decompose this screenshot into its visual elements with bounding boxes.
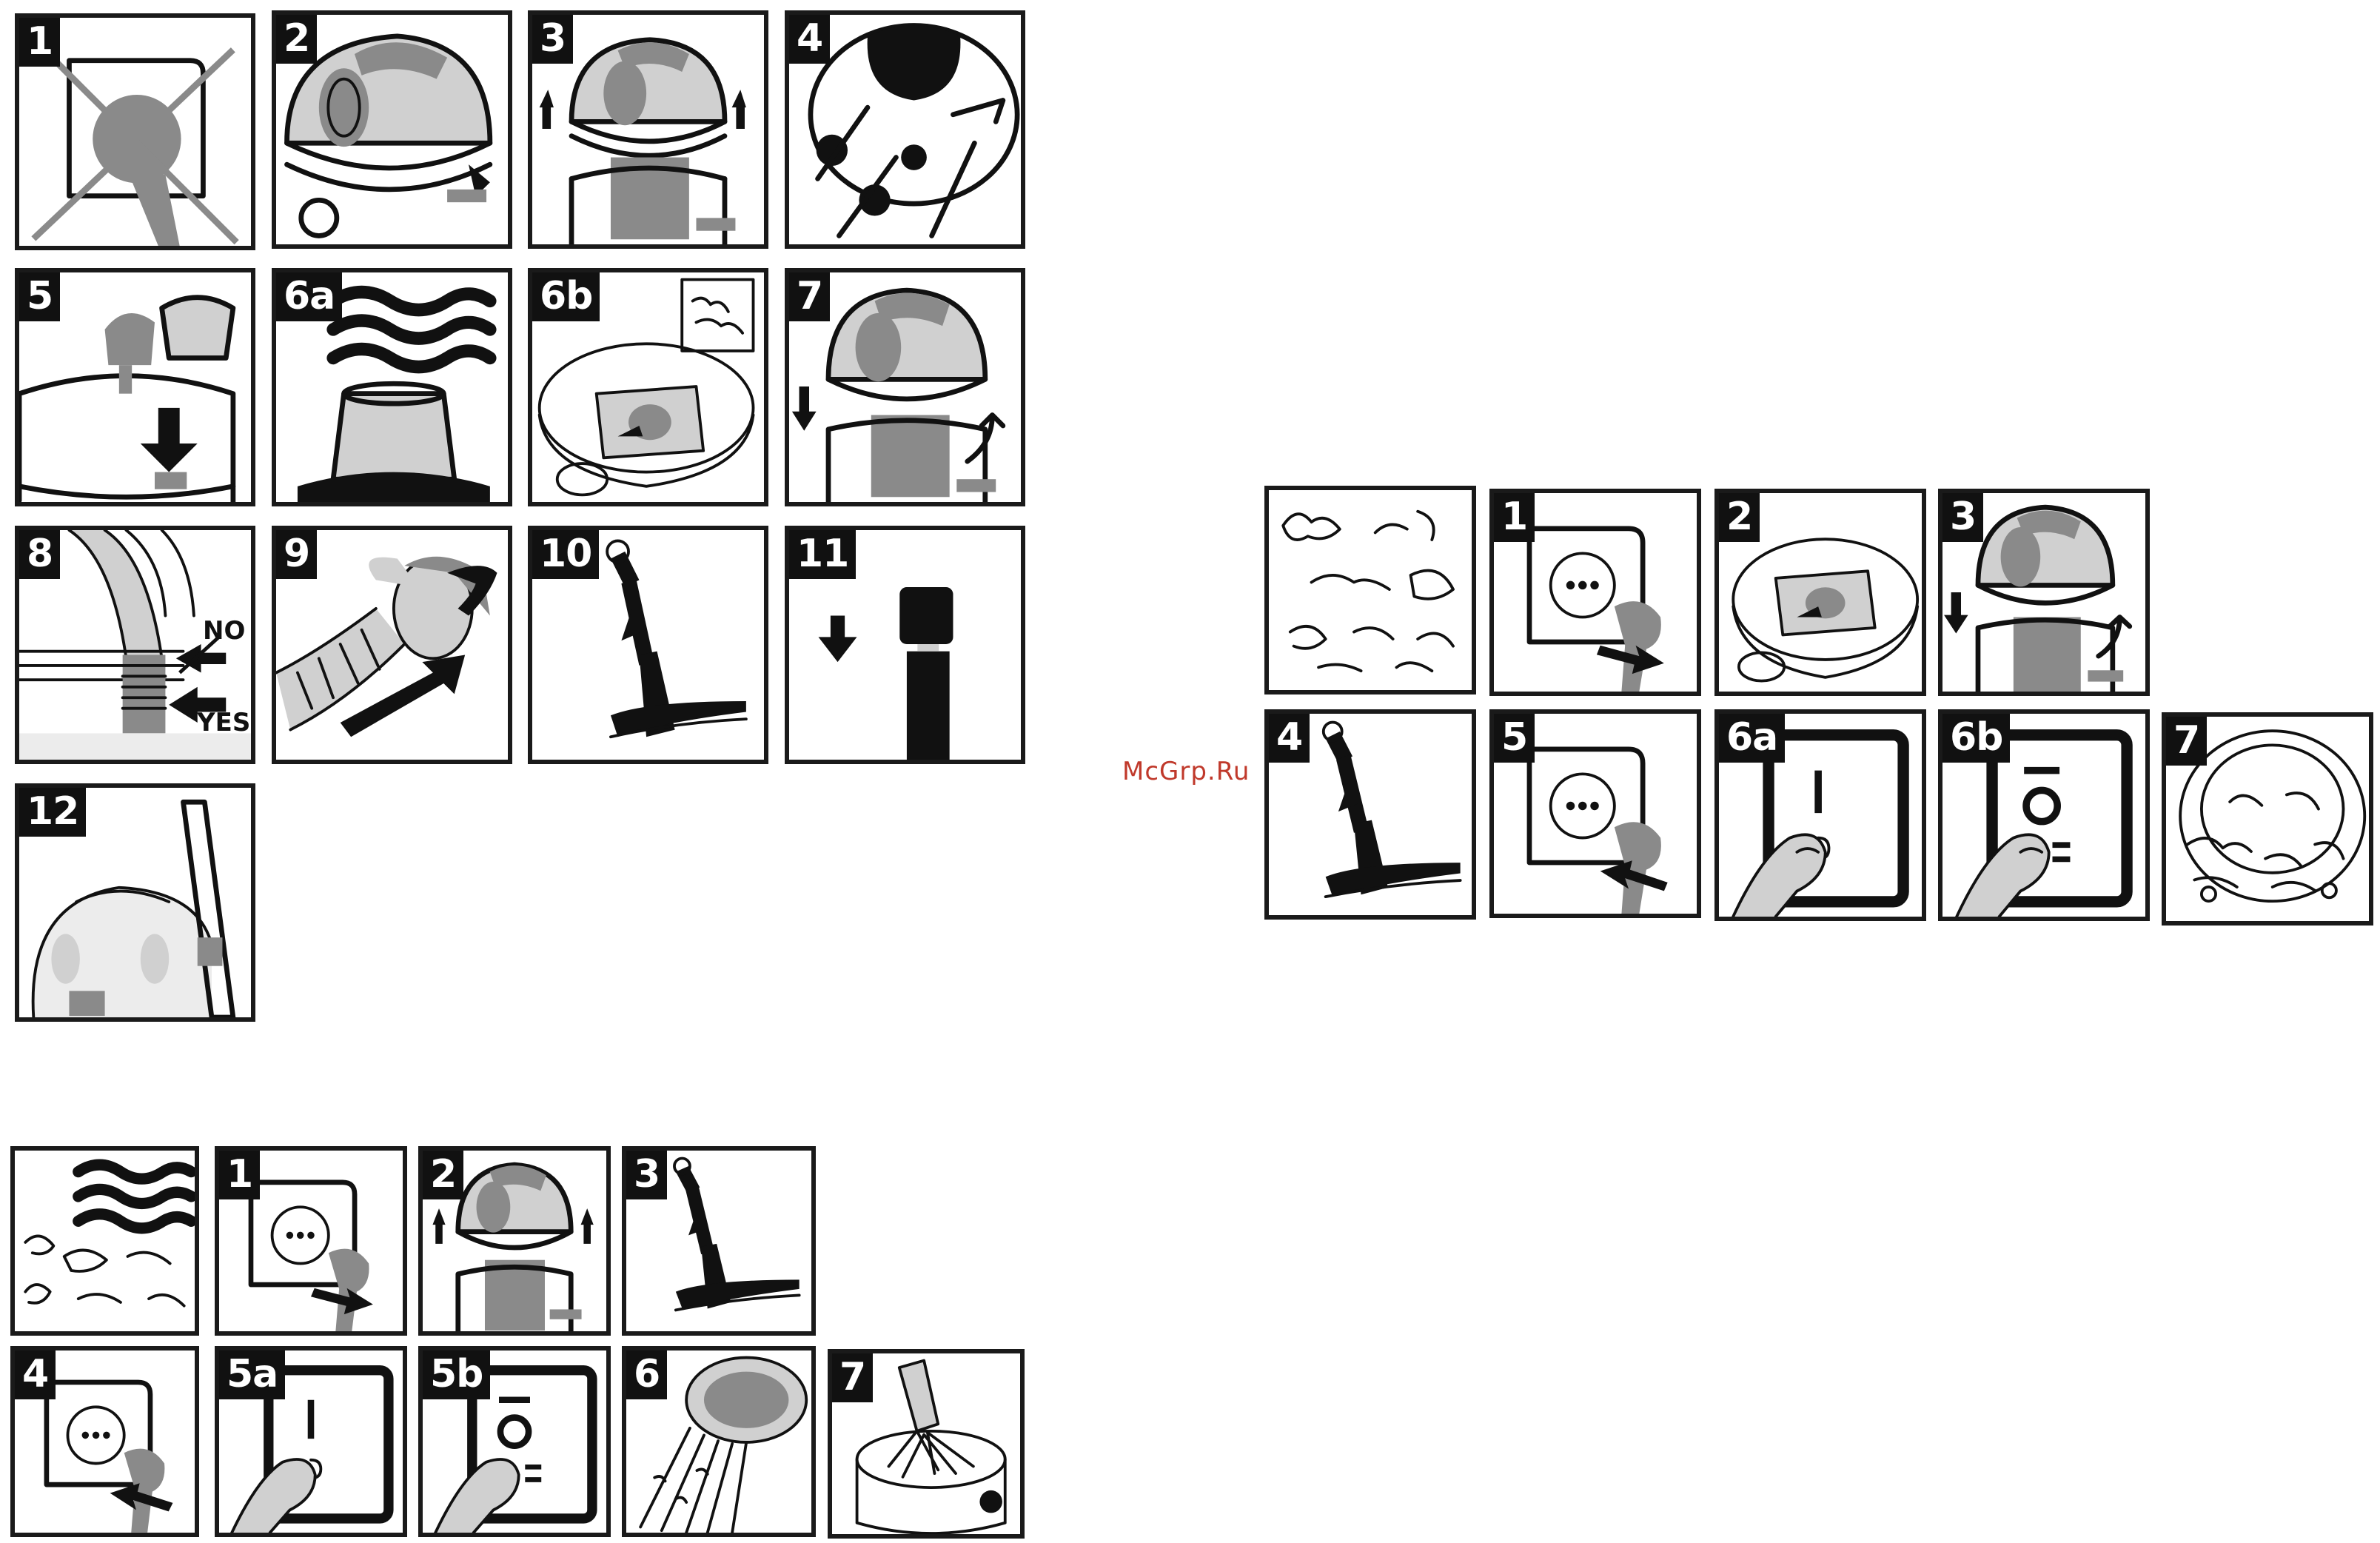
dry-debris-icon: [1269, 490, 1472, 690]
step-number-badge: 6b: [532, 272, 600, 321]
step-panel: 12: [15, 783, 255, 1022]
step-number-badge: 5a: [219, 1350, 285, 1399]
step-number-badge: 3: [1942, 493, 1983, 542]
step-panel: 5a: [215, 1346, 407, 1537]
step-panel: 3: [622, 1146, 816, 1336]
step-number-badge: 5: [1494, 714, 1535, 763]
step-panel: 7: [785, 268, 1025, 506]
step-panel: 2: [418, 1146, 611, 1336]
step-panel: 3: [528, 10, 768, 249]
step-number-badge: 9: [276, 530, 317, 579]
step-panel: [10, 1146, 199, 1336]
step-panel: 7: [828, 1349, 1025, 1539]
step-panel: 6: [622, 1346, 816, 1537]
wet-debris-icon: [15, 1151, 195, 1331]
step-panel: 6a: [1714, 709, 1926, 921]
step-number-badge: 7: [2166, 717, 2207, 766]
step-number-badge: 2: [276, 15, 317, 64]
step-number-badge: 11: [789, 530, 856, 579]
step-panel: 10: [528, 526, 768, 764]
step-panel: 5: [15, 268, 255, 506]
step-panel: 4: [10, 1346, 199, 1537]
step-number-badge: 4: [1269, 714, 1310, 763]
step-number-badge: 10: [532, 530, 599, 579]
step-panel: 9: [272, 526, 512, 764]
step-panel: 4: [1264, 709, 1476, 920]
step-panel: 6b: [528, 268, 768, 506]
step-number-badge: 4: [789, 15, 830, 64]
no-label: NO: [203, 616, 245, 646]
step-number-badge: 1: [219, 1151, 260, 1199]
yes-label: YES: [197, 708, 250, 737]
step-number-badge: 7: [789, 272, 830, 321]
step-panel: 5b: [418, 1346, 611, 1537]
step-number-badge: 12: [19, 788, 86, 837]
step-panel: 1: [15, 13, 255, 250]
step-number-badge: 2: [423, 1151, 463, 1199]
step-number-badge: 5b: [423, 1350, 490, 1399]
step-number-badge: 6b: [1942, 714, 2010, 763]
step-panel: 11: [785, 526, 1025, 764]
step-panel: 5: [1489, 709, 1701, 918]
step-number-badge: 6: [626, 1350, 667, 1399]
step-number-badge: 5: [19, 272, 60, 321]
step-panel: 6b: [1938, 709, 2150, 921]
step-panel: 7: [2162, 712, 2373, 926]
step-panel: 2: [272, 10, 512, 249]
step-number-badge: 3: [626, 1151, 667, 1199]
step-panel: 3: [1938, 489, 2150, 696]
step-number-badge: 3: [532, 15, 573, 64]
step-number-badge: 8: [19, 530, 60, 579]
step-panel: 2: [1714, 489, 1926, 696]
step-number-badge: 2: [1719, 493, 1760, 542]
step-panel: 6a: [272, 268, 512, 506]
watermark-text: McGrp.Ru: [1122, 757, 1250, 786]
step-panel: 1: [1489, 489, 1701, 696]
step-number-badge: 6a: [276, 272, 342, 321]
step-panel: 1: [215, 1146, 407, 1336]
step-number-badge: 1: [1494, 493, 1535, 542]
step-number-badge: 4: [15, 1350, 56, 1399]
step-panel: 4: [785, 10, 1025, 249]
step-number-badge: 7: [832, 1353, 873, 1402]
step-number-badge: 1: [19, 18, 60, 67]
step-panel: [1264, 486, 1476, 694]
step-panel: 8 NO YES: [15, 526, 255, 764]
step-number-badge: 6a: [1719, 714, 1785, 763]
